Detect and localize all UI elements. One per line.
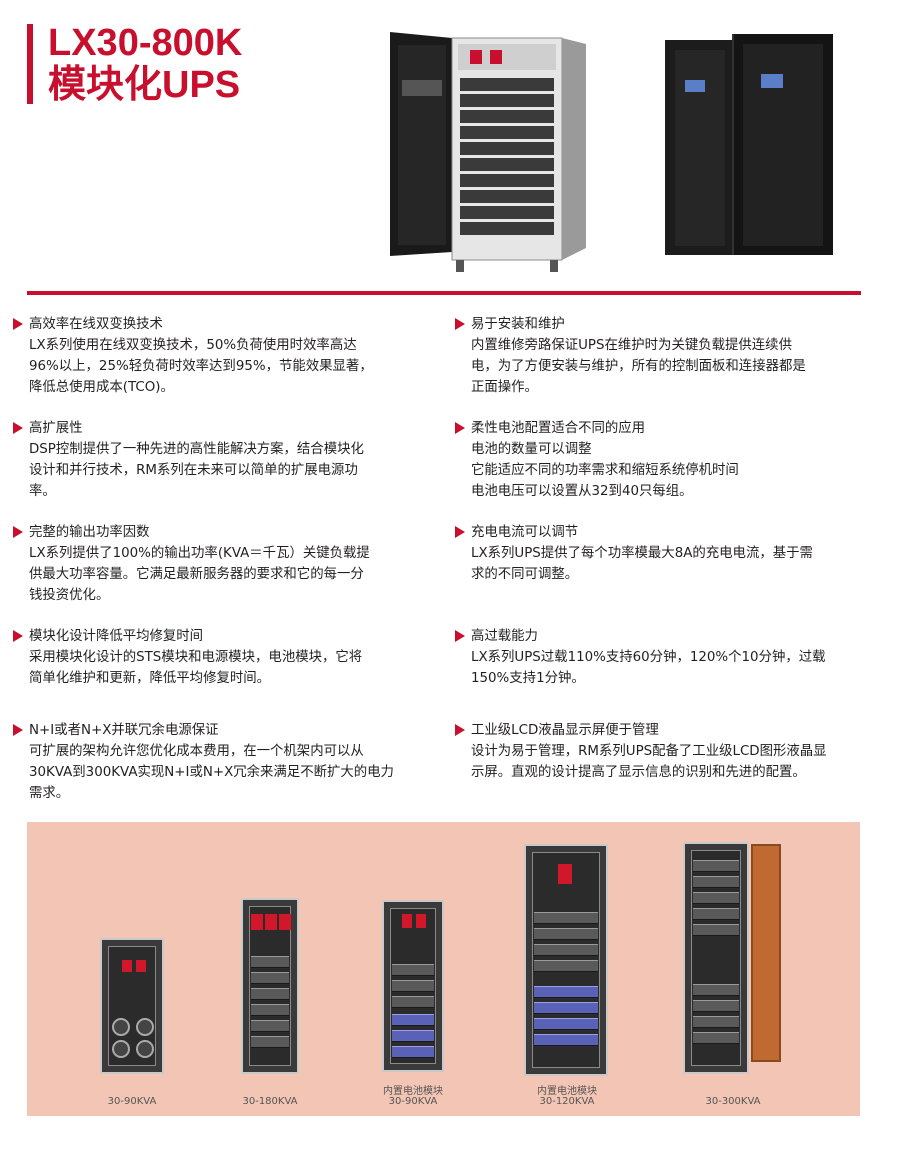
cabinet-sub-label: 内置电池模块 [537,1086,597,1097]
feature-scalability: 高扩展性 DSP控制提供了一种先进的高性能解决方案，结合模块化 设计和并行技术，… [9,418,409,502]
bullet-triangle-icon [13,422,23,434]
feature-text: LX系列使用在线双变换技术，50%负荷使用时效率高达 [29,338,357,353]
bullet-triangle-icon [13,526,23,538]
feature-text: DSP控制提供了一种先进的高性能解决方案，结合模块化 [29,442,364,457]
feature-text: LX系列UPS提供了每个功率模最大8A的充电电流，基于需 [471,546,813,561]
feature-overload: 高过载能力 LX系列UPS过载110%支持60分钟，120%个10分钟，过载 1… [451,626,851,689]
feature-lcd-display: 工业级LCD液晶显示屏便于管理 设计为易于管理，RM系列UPS配备了工业级LCD… [451,720,851,783]
title-product: 模块化UPS [48,64,241,106]
feature-power-factor: 完整的输出功率因数 LX系列提供了100%的输出功率(KVA＝千瓦）关键负载提 … [9,522,409,606]
feature-text: 可扩展的架构允许您优化成本费用，在一个机架内可以从 [29,744,364,759]
section-divider [27,291,861,295]
cabinet-model-label: 30-180KVA [242,1096,298,1107]
battery-cabinet-image [751,844,781,1062]
bullet-triangle-icon [455,526,465,538]
feature-heading: 柔性电池配置适合不同的应用 [471,421,646,436]
cabinet-model-label: 30-300KVA [705,1096,761,1107]
cabinet-sub-label: 内置电池模块 [383,1086,443,1097]
feature-text: 30KVA到300KVA实现N+I或N+X冗余来满足不断扩大的电力 [29,765,394,780]
title-model: LX30-800K [48,22,243,64]
feature-heading: 高效率在线双变换技术 [29,317,163,332]
feature-modular-design: 模块化设计降低平均修复时间 采用模块化设计的STS模块和电源模块，电池模块，它将… [9,626,409,689]
feature-text: LX系列提供了100%的输出功率(KVA＝千瓦）关键负载提 [29,546,370,561]
feature-text: 采用模块化设计的STS模块和电源模块，电池模块，它将 [29,650,363,665]
feature-heading: 高过载能力 [471,629,538,644]
closed-cabinets-photo [665,34,833,255]
feature-heading: 易于安装和维护 [471,317,565,332]
feature-text: 96%以上，25%轻负荷时效率达到95%，节能效果显著， [29,359,373,374]
feature-text: 降低总使用成本(TCO)。 [29,380,174,395]
feature-text: 它能适应不同的功率需求和缩短系统停机时间 [471,463,739,478]
bullet-triangle-icon [455,724,465,736]
feature-heading: N+I或者N+X并联冗余电源保证 [29,723,219,738]
cabinet-model-label: 30-90KVA [107,1096,157,1107]
cabinet-model-label: 30-120KVA [539,1096,595,1107]
bullet-triangle-icon [455,422,465,434]
feature-text: 需求。 [29,786,70,801]
feature-text: 150%支持1分钟。 [471,671,585,686]
cabinet-model-label: 30-90KVA [388,1096,438,1107]
open-cabinet-photo [390,32,586,272]
feature-efficiency: 高效率在线双变换技术 LX系列使用在线双变换技术，50%负荷使用时效率高达 96… [9,314,409,398]
bullet-triangle-icon [13,630,23,642]
feature-text: 率。 [29,484,56,499]
feature-text: 内置维修旁路保证UPS在维护时为关键负载提供连续供 [471,338,792,353]
feature-text: 钱投资优化。 [29,588,110,603]
feature-text: 供最大功率容量。它满足最新服务器的要求和它的每一分 [29,567,364,582]
feature-text: 电池的数量可以调整 [471,442,592,457]
bullet-triangle-icon [13,724,23,736]
feature-heading: 高扩展性 [29,421,83,436]
page-title: LX30-800K 模块化UPS [48,22,242,106]
bullet-triangle-icon [455,318,465,330]
bullet-triangle-icon [13,318,23,330]
feature-battery-config: 柔性电池配置适合不同的应用 电池的数量可以调整 它能适应不同的功率需求和缩短系统… [451,418,851,502]
feature-text: 简单化维护和更新，降低平均修复时间。 [29,671,271,686]
title-accent-bar [27,24,33,104]
feature-text: LX系列UPS过载110%支持60分钟，120%个10分钟，过载 [471,650,826,665]
feature-heading: 完整的输出功率因数 [29,525,150,540]
feature-text: 设计为易于管理，RM系列UPS配备了工业级LCD图形液晶显 [471,744,827,759]
feature-text: 电池电压可以设置从32到40只每组。 [471,484,693,499]
feature-text: 示屏。直观的设计提高了显示信息的识别和先进的配置。 [471,765,806,780]
feature-charge-current: 充电电流可以调节 LX系列UPS提供了每个功率模最大8A的充电电流，基于需 求的… [451,522,851,585]
feature-redundancy: N+I或者N+X并联冗余电源保证 可扩展的架构允许您优化成本费用，在一个机架内可… [9,720,409,804]
feature-text: 求的不同可调整。 [471,567,579,582]
cabinet-image [382,900,444,1072]
cabinet-image [100,938,164,1074]
feature-heading: 充电电流可以调节 [471,525,579,540]
cabinet-image [683,842,749,1074]
bullet-triangle-icon [455,630,465,642]
cabinet-image [524,844,608,1076]
feature-text: 电，为了方便安装与维护，所有的控制面板和连接器都是 [471,359,806,374]
feature-text: 设计和并行技术，RM系列在未来可以简单的扩展电源功 [29,463,358,478]
feature-text: 正面操作。 [471,380,538,395]
cabinet-lineup-panel: 30-90KVA 30-180KVA 内置电池模块 30-90KVA [27,822,860,1116]
cabinet-image [241,898,299,1074]
feature-installation: 易于安装和维护 内置维修旁路保证UPS在维护时为关键负载提供连续供 电，为了方便… [451,314,851,398]
feature-heading: 模块化设计降低平均修复时间 [29,629,204,644]
feature-heading: 工业级LCD液晶显示屏便于管理 [471,723,659,738]
